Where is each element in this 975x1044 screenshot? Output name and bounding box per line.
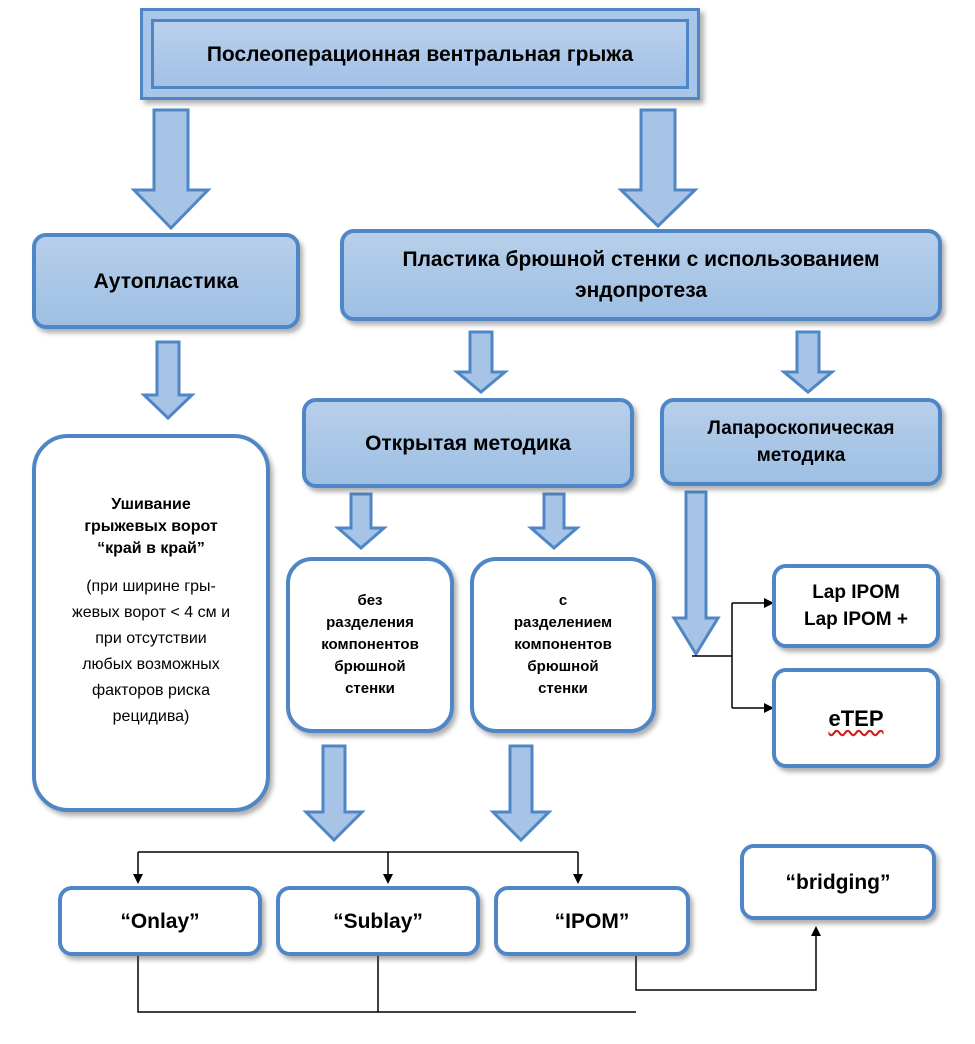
without-separation-line1: без xyxy=(357,592,383,609)
bridging-connectors xyxy=(137,926,821,1013)
ipom-label: “IPOM” xyxy=(554,909,630,933)
title-text: Послеоперационная вентральная грыжа xyxy=(206,42,634,66)
suture-box: Ушивание грыжевых ворот “край в край” (п… xyxy=(32,434,270,812)
suture-note-5: факторов риска xyxy=(91,682,211,699)
with-separation-line2: разделением xyxy=(513,614,613,631)
autoplasty-label: Аутопластика xyxy=(93,269,239,293)
etep-box: eTEP xyxy=(772,668,940,768)
with-separation-box: с разделением компонентов брюшной стенки xyxy=(470,557,656,733)
lap-ipom-line1: Lap IPOM xyxy=(812,582,900,603)
with-separation-line3: компонентов xyxy=(514,636,612,653)
sublay-label: “Sublay” xyxy=(333,909,423,933)
arrow-open-to-with xyxy=(526,492,582,550)
suture-heading-1: Ушивание xyxy=(111,496,191,513)
lap-branch-connectors xyxy=(692,598,774,713)
suture-note-1: (при ширине гры- xyxy=(86,578,216,595)
arrow-mesh-to-lap xyxy=(779,330,837,394)
without-separation-line4: брюшной xyxy=(334,658,406,675)
arrow-mesh-to-open xyxy=(452,330,510,394)
ipom-box: “IPOM” xyxy=(494,886,690,956)
lap-ipom-box: Lap IPOM Lap IPOM + xyxy=(772,564,940,648)
suture-note-3: при отсутствии xyxy=(95,630,207,647)
lap-method-box: Лапароскопическая методика xyxy=(660,398,942,486)
lap-method-line1: Лапароскопическая xyxy=(707,418,895,439)
with-separation-line5: стенки xyxy=(538,680,588,697)
lap-ipom-line2: Lap IPOM + xyxy=(804,609,908,630)
open-method-label: Открытая методика xyxy=(365,431,571,455)
bridging-label: “bridging” xyxy=(785,870,891,894)
suture-heading-2: грыжевых ворот xyxy=(84,518,218,535)
with-separation-line4: брюшной xyxy=(527,658,599,675)
mesh-repair-line2: эндопротеза xyxy=(574,279,708,302)
technique-top-connectors xyxy=(133,851,583,884)
etep-label: eTEP xyxy=(828,705,884,731)
mesh-repair-line1: Пластика брюшной стенки с использованием xyxy=(402,248,880,271)
autoplasty-box: Аутопластика xyxy=(32,233,300,329)
without-separation-line3: компонентов xyxy=(321,636,419,653)
open-method-box: Открытая методика xyxy=(302,398,634,488)
sublay-box: “Sublay” xyxy=(276,886,480,956)
without-separation-line5: стенки xyxy=(345,680,395,697)
with-separation-line1: с xyxy=(558,592,568,609)
suture-note-6: рецидива) xyxy=(112,708,190,725)
suture-note-2: жевых ворот < 4 см и xyxy=(72,604,230,621)
arrow-autoplasty-to-suture xyxy=(140,340,196,421)
without-separation-box: без разделения компонентов брюшной стенк… xyxy=(286,557,454,733)
onlay-box: “Onlay” xyxy=(58,886,262,956)
suture-heading-3: “край в край” xyxy=(97,540,205,557)
title-box: Послеоперационная вентральная грыжа xyxy=(140,8,700,100)
lap-method-line2: методика xyxy=(756,445,846,466)
arrow-without-down xyxy=(302,744,366,843)
bridging-box: “bridging” xyxy=(740,844,936,920)
onlay-label: “Onlay” xyxy=(120,909,200,933)
arrow-title-to-autoplasty xyxy=(130,108,212,231)
arrow-title-to-mesh xyxy=(617,108,699,229)
arrow-lap-down xyxy=(671,490,721,657)
mesh-repair-box: Пластика брюшной стенки с использованием… xyxy=(340,229,942,321)
suture-note-4: любых возможных xyxy=(82,656,220,673)
arrow-open-to-without xyxy=(333,492,389,550)
arrow-with-down xyxy=(489,744,553,843)
without-separation-line2: разделения xyxy=(326,614,414,631)
